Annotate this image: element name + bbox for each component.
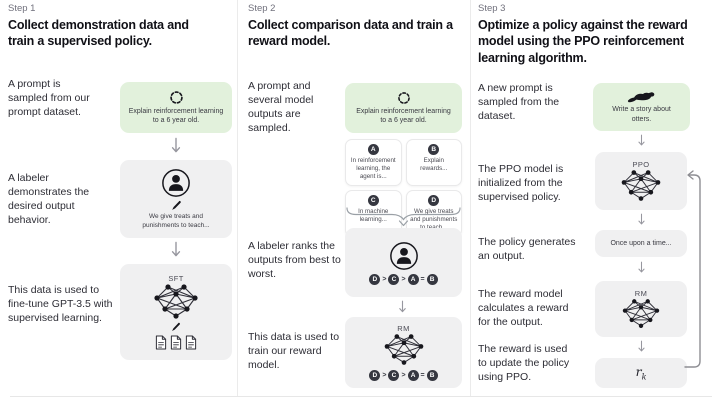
step1-caption-finetune: This data is used to fine-tune GPT-3.5 w… (8, 284, 113, 324)
reward-symbol: rk (635, 364, 647, 382)
down-arrow-icon (171, 137, 181, 157)
step2-caption-sampled: A prompt and several model outputs are s… (248, 80, 314, 134)
rank-badge: C (388, 370, 400, 381)
step3-column: Step 3 Optimize a policy against the rew… (478, 0, 712, 407)
sampling-icon (169, 90, 184, 105)
down-arrow-icon (637, 213, 646, 228)
step1-labeler-box: We give treats and punishments to teach.… (120, 160, 232, 238)
output-badge: D (428, 195, 440, 207)
model-output-cards: A In reinforcement learning, the agent i… (345, 139, 462, 238)
step3-title: Optimize a policy against the reward mod… (478, 18, 688, 65)
step3-caption-new-prompt: A new prompt is sampled from the dataset… (478, 82, 560, 122)
rank-separator: = (420, 372, 425, 379)
column-divider (237, 0, 238, 396)
output-card-b: B Explain rewards... (405, 139, 462, 187)
document-stack-icon (155, 335, 197, 350)
output-card-text: In machine learning... (358, 208, 389, 224)
person-icon (161, 168, 191, 198)
down-arrow-icon (637, 134, 646, 149)
rank-separator: > (382, 372, 387, 379)
sft-model-label: SFT (168, 274, 184, 283)
rank-separator: > (401, 275, 406, 283)
step2-caption-ranks: A labeler ranks the outputs from best to… (248, 240, 341, 280)
step1-labeler-box-text: We give treats and punishments to teach.… (142, 212, 210, 229)
output-badge: B (428, 144, 440, 155)
step3-output-box-text: Once upon a time... (610, 239, 672, 247)
step1-column: Step 1 Collect demonstration data and tr… (8, 0, 238, 407)
rank-badge: A (407, 273, 419, 285)
rank-badge: B (426, 370, 438, 381)
neural-network-icon (621, 169, 661, 203)
otter-icon (627, 90, 657, 104)
step1-caption-labeler: A labeler demonstrates the desired outpu… (8, 172, 90, 226)
step1-caption-prompt: A prompt is sampled from our prompt data… (8, 78, 90, 118)
down-arrow-icon (171, 241, 181, 261)
step3-rm-box: RM (595, 281, 687, 337)
rank-badge: D (369, 273, 381, 285)
neural-network-icon (622, 298, 660, 330)
output-card-text: We give treats and punishments to teach.… (410, 208, 458, 231)
rank-separator: = (420, 275, 425, 283)
curly-brace-icon (346, 207, 461, 227)
step1-label: Step 1 (8, 3, 36, 14)
step2-rm-box: RM D > C > A = B (345, 317, 462, 388)
step1-sft-box: SFT (120, 264, 232, 360)
sampling-icon (397, 91, 411, 105)
rank-badge: D (369, 370, 381, 381)
step3-caption-reward: The reward model calculates a reward for… (478, 288, 569, 328)
document-icon (155, 335, 167, 350)
step3-caption-ppo-init: The PPO model is initialized from the su… (478, 163, 564, 203)
output-card-text: Explain rewards... (420, 157, 448, 173)
document-icon (185, 335, 197, 350)
rank-badge: A (407, 370, 419, 381)
pencil-icon (171, 200, 182, 211)
step2-label: Step 2 (248, 3, 276, 14)
output-badge: C (367, 195, 379, 207)
output-card-text: In reinforcement learning, the agent is.… (350, 157, 396, 181)
step3-caption-generates: The policy generates an output. (478, 236, 576, 262)
step3-ppo-box: PPO (595, 152, 687, 210)
pencil-icon (171, 322, 181, 332)
loop-arrow-icon (684, 170, 701, 368)
rank-badge: B (426, 273, 438, 285)
step2-column: Step 2 Collect comparison data and train… (248, 0, 470, 407)
ranking-row: D > C > A = B (369, 370, 438, 381)
step3-prompt-box-text: Write a story about otters. (612, 106, 671, 123)
step1-prompt-box: Explain reinforcement learning to a 6 ye… (120, 82, 232, 133)
rank-separator: > (401, 372, 406, 379)
step2-prompt-box: Explain reinforcement learning to a 6 ye… (345, 83, 462, 133)
neural-network-icon (154, 283, 198, 321)
step1-prompt-box-text: Explain reinforcement learning to a 6 ye… (128, 107, 224, 124)
column-divider (470, 0, 471, 396)
person-icon (389, 241, 419, 271)
step1-title: Collect demonstration data and train a s… (8, 18, 189, 49)
down-arrow-icon (637, 340, 646, 355)
output-card-a: A In reinforcement learning, the agent i… (345, 139, 402, 187)
output-badge: A (367, 144, 379, 155)
bottom-rule (10, 396, 712, 397)
document-icon (170, 335, 182, 350)
step2-labeler-box: D > C > A = B (345, 228, 462, 297)
step3-caption-update: The reward is used to update the policy … (478, 343, 570, 383)
rank-badge: C (388, 273, 400, 285)
step3-label: Step 3 (478, 3, 506, 14)
rank-separator: > (382, 275, 387, 283)
ranking-row: D > C > A = B (369, 273, 438, 285)
step3-prompt-box: Write a story about otters. (593, 83, 690, 131)
rm-model-label: RM (397, 324, 410, 333)
step3-reward-box: rk (595, 358, 687, 388)
rm-model-label: RM (634, 288, 648, 298)
step2-caption-train: This data is used to train our reward mo… (248, 331, 340, 371)
step3-output-box: Once upon a time... (595, 230, 687, 257)
step2-title: Collect comparison data and train a rewa… (248, 18, 453, 49)
ppo-model-label: PPO (632, 159, 650, 169)
step2-prompt-box-text: Explain reinforcement learning to a 6 ye… (356, 107, 451, 124)
neural-network-icon (384, 333, 424, 367)
down-arrow-icon (398, 300, 407, 316)
down-arrow-icon (637, 261, 646, 276)
